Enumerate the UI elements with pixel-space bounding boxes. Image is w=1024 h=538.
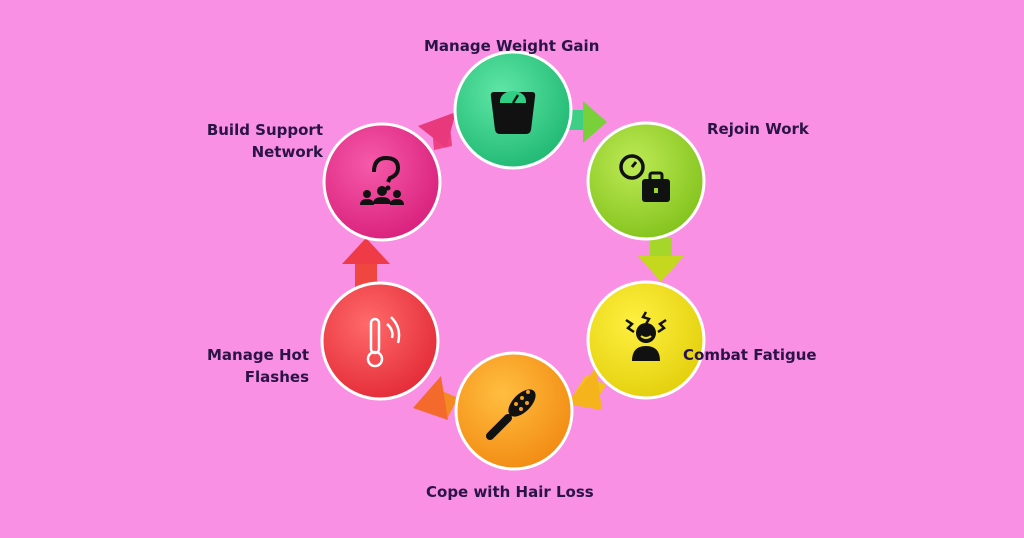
label-manage-hot-flashes: Manage Hot Flashes <box>175 344 309 388</box>
label-line: Cope with Hair Loss <box>426 483 594 501</box>
label-line: Rejoin Work <box>707 120 809 138</box>
arrow-weight-to-rejoin <box>568 101 607 143</box>
label-line: Build Support <box>206 121 323 139</box>
arrow-rejoin-to-fatigue <box>638 238 684 282</box>
label-line: Network <box>251 143 323 161</box>
label-combat-fatigue: Combat Fatigue <box>683 344 817 366</box>
arrow-support-to-weight <box>418 112 456 150</box>
arrow-hair-to-hot <box>413 376 458 420</box>
arrow-fatigue-to-hair <box>566 368 606 410</box>
label-manage-weight-gain: Manage Weight Gain <box>424 35 599 57</box>
step-node-cope-with-hair-loss <box>454 351 574 471</box>
clock-briefcase-icon <box>619 154 670 202</box>
step-node-rejoin-work <box>586 121 706 241</box>
support-group-icon <box>360 155 404 205</box>
label-line: Manage Weight Gain <box>424 37 600 55</box>
step-node-build-support-network <box>322 122 442 242</box>
step-node-manage-hot-flashes <box>320 281 440 401</box>
label-rejoin-work: Rejoin Work <box>707 118 809 140</box>
label-line: Flashes <box>244 368 309 386</box>
scale-icon <box>490 91 536 134</box>
step-node-combat-fatigue <box>586 280 706 400</box>
arrow-hot-to-support <box>342 238 390 288</box>
thermometer-heat-icon <box>366 316 401 368</box>
label-line: Combat Fatigue <box>683 346 817 364</box>
step-node-manage-weight-gain <box>453 50 573 170</box>
label-line: Manage Hot <box>206 346 309 364</box>
label-cope-with-hair-loss: Cope with Hair Loss <box>426 481 594 503</box>
hairbrush-icon <box>486 389 536 440</box>
label-build-support-network: Build Support Network <box>176 119 323 163</box>
stressed-person-icon <box>625 311 667 361</box>
